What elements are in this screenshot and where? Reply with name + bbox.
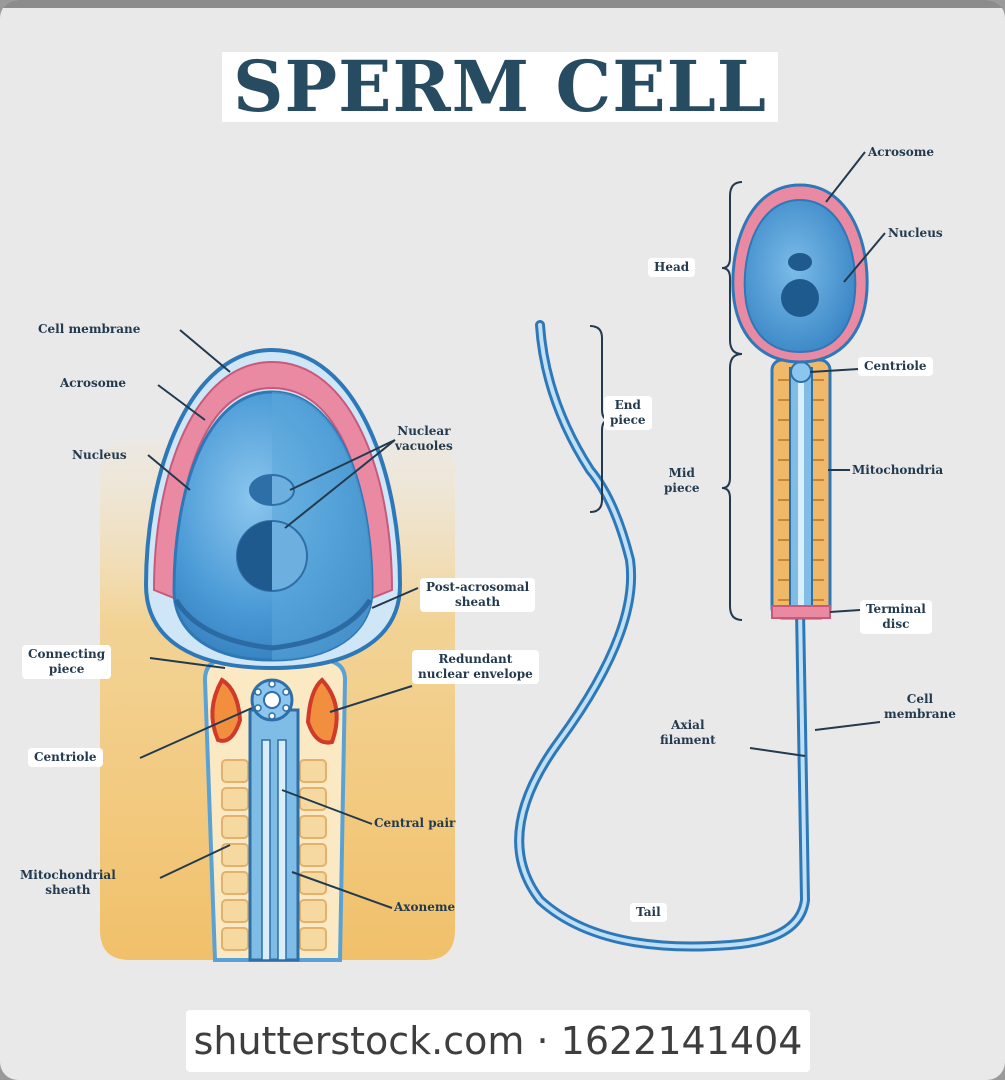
label-right-nucleus: Nucleus (888, 226, 943, 240)
diagram-title: SPERM CELL (232, 45, 768, 128)
label-right-end-piece: End piece (604, 396, 652, 430)
left-envelope-left (210, 677, 243, 743)
label-left-mitochondrial-sheath: Mitochondrial sheath (20, 868, 116, 897)
right-terminal-disc (771, 605, 831, 619)
watermark-text: shutterstock.com · 1622141404 (193, 1019, 803, 1063)
label-left-post-acrosomal-sheath: Post-acrosomal sheath (420, 578, 536, 612)
left-envelope-right (305, 677, 339, 745)
right-centriole (790, 361, 812, 383)
label-left-acrosome: Acrosome (60, 376, 127, 390)
label-left-central-pair: Central pair (374, 816, 456, 830)
label-left-cell-membrane: Cell membrane (38, 322, 141, 336)
label-right-centriole: Centriole (858, 357, 933, 376)
left-axoneme (248, 708, 300, 962)
label-right-acrosome: Acrosome (868, 145, 935, 159)
left-acrosome (152, 360, 394, 600)
label-left-nucleus: Nucleus (72, 448, 127, 462)
top-border (0, 0, 1005, 8)
label-right-axial-filament: Axial filament (660, 718, 716, 747)
watermark-background (186, 1010, 810, 1072)
label-right-mid-piece: Mid piece (664, 466, 700, 495)
left-leader-lines (139, 329, 419, 909)
label-left-connecting-piece: Connecting piece (22, 645, 112, 679)
label-left-axoneme: Axoneme (394, 900, 456, 914)
title-background (222, 52, 778, 122)
label-left-centriole: Centriole (28, 748, 103, 767)
label-left-redundant-nuclear-envelope: Redundant nuclear envelope (412, 650, 539, 684)
left-mitochondrial-sheath (221, 759, 327, 951)
label-left-nuclear-vacuoles: Nuclear vacuoles (395, 424, 453, 453)
label-right-head: Head (648, 258, 696, 277)
label-right-tail: Tail (630, 903, 667, 922)
label-right-cell-membrane: Cell membrane (884, 692, 956, 721)
label-right-mitochondria: Mitochondria (852, 463, 944, 477)
label-right-terminal-disc: Terminal disc (860, 600, 932, 634)
right-nucleus (743, 198, 857, 354)
